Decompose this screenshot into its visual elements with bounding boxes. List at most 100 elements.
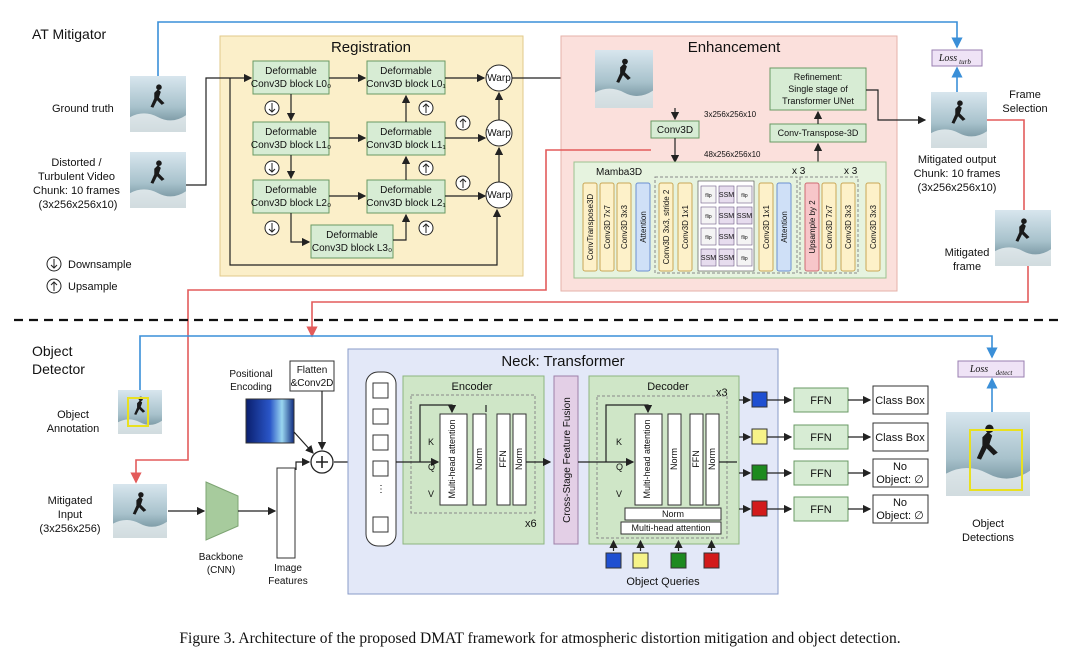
mamba-layer-label-7: Attention [780, 211, 789, 243]
object-query-1 [632, 539, 649, 569]
head-output-box-3 [872, 494, 929, 524]
mamba-layer-10: Conv3D 3x3 [840, 182, 856, 272]
encoder-norm-1-label: Norm [474, 448, 484, 470]
svg-text:SSM: SSM [719, 234, 734, 241]
loss-detect-sub: detect [996, 369, 1014, 377]
flip-cell-2-2: flip [736, 227, 753, 246]
head-output-box-1 [872, 422, 929, 452]
flip-cell-3-2: flip [736, 248, 753, 267]
distorted-video-image [130, 152, 186, 208]
kqv-label-0: K [428, 437, 434, 447]
encoder-norm-2-label: Norm [514, 448, 524, 470]
mamba-layer-label-9: Conv3D 7x7 [825, 204, 834, 249]
ssm-cell-1-1: SSM [718, 206, 735, 225]
decoder-x3: x3 [716, 387, 728, 399]
mamba-layer-6: Conv3D 1x1 [758, 182, 774, 272]
head-output-label-0: Class Box [875, 395, 925, 407]
ffn-label-1: FFN [810, 432, 831, 444]
mamba-layer-1: Conv3D 7x7 [599, 182, 615, 272]
enhancement-frames-image [595, 50, 653, 108]
ssm-cell-2-1: SSM [718, 227, 735, 246]
kqv-label-5: V [616, 489, 622, 499]
ssm-cell-0-1: SSM [718, 185, 735, 204]
object-query-2 [670, 539, 687, 569]
svg-text:flip: flip [741, 256, 748, 262]
svg-text:⋮: ⋮ [376, 484, 386, 495]
ground-truth-label: Ground truth [52, 103, 114, 115]
ground-truth-image [130, 76, 186, 132]
loss-detect-box [957, 360, 1025, 378]
encoder-title: Encoder [452, 381, 493, 393]
svg-text:SSM: SSM [719, 213, 734, 220]
flip-cell-2-0: flip [700, 227, 717, 246]
mamba-layer-label-2: Conv3D 3x3 [620, 204, 629, 249]
fusion-label: Cross-Stage Feature Fusion [562, 397, 573, 523]
svg-text:flip: flip [705, 214, 712, 220]
refinement-box [769, 67, 867, 111]
at-mitigator-label: AT Mitigator [32, 26, 107, 42]
svg-text:Norm: Norm [662, 509, 684, 519]
annotation-loss-line [139, 335, 998, 390]
decoder-ffn-label: FFN [691, 450, 701, 468]
loss-turb-label: Loss [938, 53, 957, 64]
svg-text:flip: flip [705, 235, 712, 241]
mamba-layer-7: Attention [776, 182, 792, 272]
encoder-mha-box [439, 413, 468, 506]
decoder-mha-bar [620, 521, 722, 535]
encoder-x6: x6 [525, 518, 537, 530]
head-output-box-0 [872, 385, 929, 415]
flip-cell-1-0: flip [700, 206, 717, 225]
svg-text:SSM: SSM [719, 192, 734, 199]
frame-selection-line [987, 119, 1025, 210]
decoder-norm-bar [624, 507, 722, 521]
mamba-layer-label-6: Conv3D 1x1 [762, 204, 771, 249]
enhancement-title: Enhancement [688, 39, 781, 56]
mamba-layer-label-3: Attention [639, 211, 648, 243]
image-features-box [276, 467, 296, 559]
svg-text:Loss: Loss [938, 53, 957, 64]
flip-cell-0-0: flip [700, 185, 717, 204]
mamba-layer-0: ConvTranspose3D [582, 182, 598, 272]
decoder-norm-2-label: Norm [707, 448, 717, 470]
decoder-arrows [578, 404, 737, 467]
mamba-decoder-dash [799, 176, 859, 274]
mamba-layer-11: Conv3D 3x3 [865, 182, 881, 272]
mamba3d-title: Mamba3D [596, 167, 642, 178]
neck-title: Neck: Transformer [501, 353, 624, 370]
decoder-norm-1-label: Norm [669, 448, 679, 470]
svg-text:Multi-head attention: Multi-head attention [631, 523, 710, 533]
ground-truth-loss-line [157, 21, 963, 76]
enhancement-arrows [670, 89, 927, 164]
svg-text:Warp: Warp [487, 73, 511, 84]
svg-text:flip: flip [741, 235, 748, 241]
enhancement-dim1: 3x256x256x10 [704, 110, 757, 119]
ffn-label-3: FFN [810, 504, 831, 516]
encoder-mha-label: Multi-head attention [447, 419, 457, 498]
ffn-box-2 [793, 460, 849, 486]
upsample-legend-label: Upsample [68, 281, 118, 293]
loss-turb-sub: turb [959, 58, 971, 66]
ssm-cell-1-2: SSM [736, 206, 753, 225]
enhancement-to-detector-line [130, 149, 651, 484]
mamba-layer-label-4: Conv3D 3x3, stride 2 [662, 189, 671, 264]
mamba-encoder-dash [654, 176, 798, 274]
flip-cell-0-2: flip [736, 185, 753, 204]
svg-text:SSM: SSM [701, 255, 716, 262]
kqv-label-1: Q [428, 462, 435, 472]
svg-text:Conv3D: Conv3D [657, 125, 693, 136]
encoder-dash [410, 394, 536, 514]
mamba-x3-left: x 3 [792, 166, 806, 177]
loss-turb-box [931, 49, 983, 67]
kqv-label-4: Q [616, 462, 623, 472]
